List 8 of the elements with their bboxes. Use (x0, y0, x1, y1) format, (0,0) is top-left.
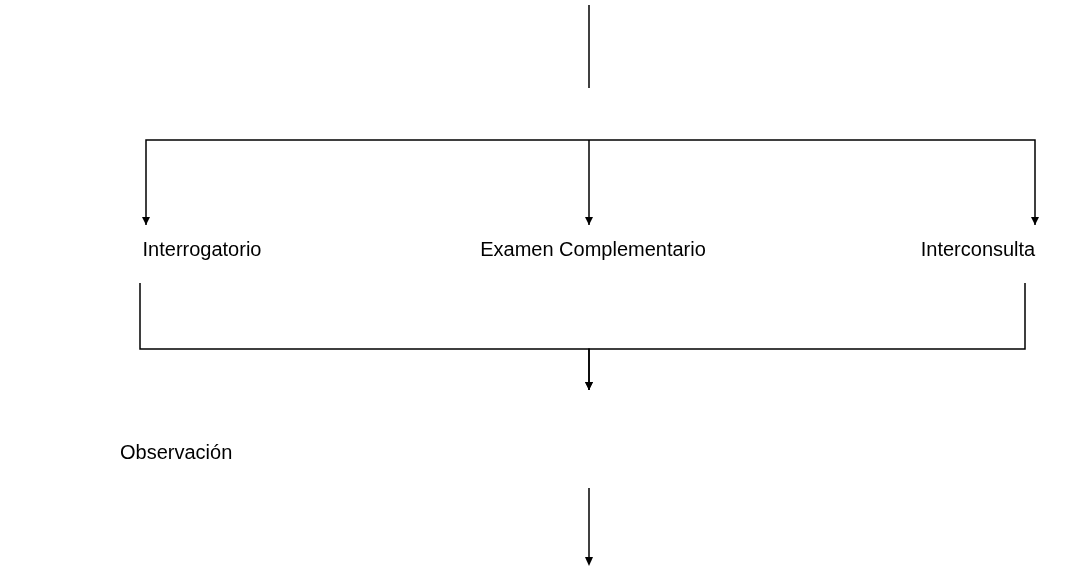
node-label: Examen Complementario (480, 237, 706, 262)
arrow (585, 282, 1026, 391)
step-label: Observación (120, 440, 233, 465)
arrow (585, 139, 593, 226)
node-label: Interconsulta (920, 237, 1036, 262)
arrow (142, 139, 590, 226)
node-label: Interrogatorio (142, 237, 262, 262)
arrow (588, 139, 1039, 226)
